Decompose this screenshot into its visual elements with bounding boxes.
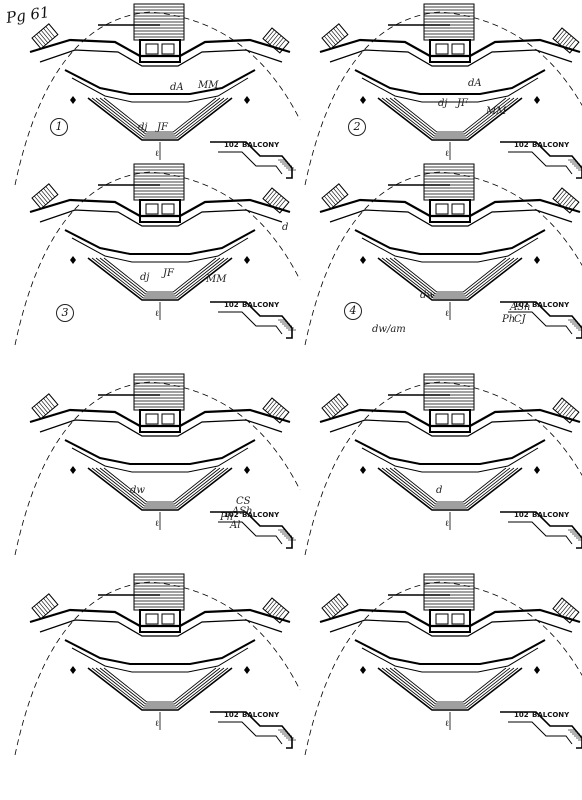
handwritten-note: dA — [170, 82, 184, 93]
svg-text:ℓ: ℓ — [445, 719, 449, 728]
balcony-label: BALCONY — [532, 141, 570, 149]
balcony-label: BALCONY — [532, 511, 570, 519]
handwritten-note: Ph — [502, 314, 516, 325]
svg-text:ℓ: ℓ — [445, 149, 449, 158]
circled-panel-number: 4 — [344, 302, 362, 320]
floorplan-drawing: ℓ — [304, 373, 582, 556]
section-number: 102 — [514, 141, 529, 149]
floorplan-drawing: ℓ — [304, 3, 582, 186]
section-number: 102 — [514, 511, 529, 519]
balcony-label: BALCONY — [242, 301, 280, 309]
svg-text:ℓ: ℓ — [445, 309, 449, 318]
handwritten-note: ASh — [232, 506, 253, 517]
handwritten-note: dw — [130, 485, 145, 496]
handwritten-note: dj — [438, 98, 448, 109]
section-number: 102 — [224, 141, 239, 149]
handwritten-note: JF — [457, 98, 468, 109]
section-number: 102 — [224, 511, 239, 519]
floorplan-drawing: ℓ — [14, 573, 301, 756]
handwritten-note: JF — [163, 268, 174, 279]
svg-text:ℓ: ℓ — [155, 149, 159, 158]
svg-text:ℓ: ℓ — [155, 309, 159, 318]
section-number: 102 — [224, 301, 239, 309]
handwritten-note: MM — [486, 106, 507, 117]
section-number: 102 — [224, 711, 239, 719]
handwritten-note: Ph — [220, 512, 234, 523]
balcony-label: BALCONY — [242, 141, 280, 149]
svg-text:ℓ: ℓ — [155, 519, 159, 528]
handwritten-note: dj — [138, 122, 148, 133]
svg-text:ℓ: ℓ — [155, 719, 159, 728]
circled-panel-number: 1 — [50, 118, 68, 136]
handwritten-note: MM — [206, 274, 227, 285]
handwritten-note: CJ — [514, 314, 526, 325]
circled-panel-number: 3 — [56, 304, 74, 322]
handwritten-note: dw — [420, 290, 435, 301]
circled-panel-number: 2 — [348, 118, 366, 136]
svg-text:ℓ: ℓ — [445, 519, 449, 528]
section-number: 102 — [514, 711, 529, 719]
handwritten-note: CS — [236, 496, 251, 507]
handwritten-note: d — [282, 222, 289, 233]
handwritten-note: dj — [140, 272, 150, 283]
handwritten-note: dA — [468, 78, 482, 89]
handwritten-note: Al — [230, 520, 241, 531]
handwritten-note: JF — [157, 122, 168, 133]
handwritten-note: ASh — [510, 302, 531, 313]
handwritten-note: MM — [198, 80, 219, 91]
handwritten-note: dw/am — [372, 324, 406, 335]
section-number: 102 — [514, 301, 529, 309]
floorplan-drawing: ℓ — [14, 373, 301, 556]
balcony-label: BALCONY — [242, 711, 280, 719]
balcony-label: BALCONY — [532, 301, 570, 309]
floorplan-drawing: ℓ — [304, 163, 582, 346]
floorplan-drawing: ℓ — [14, 3, 301, 186]
handwritten-note: d — [436, 485, 443, 496]
balcony-label: BALCONY — [242, 511, 280, 519]
floorplan-drawing: ℓ — [304, 573, 582, 756]
balcony-label: BALCONY — [532, 711, 570, 719]
floorplan-drawing: ℓ — [14, 163, 301, 346]
